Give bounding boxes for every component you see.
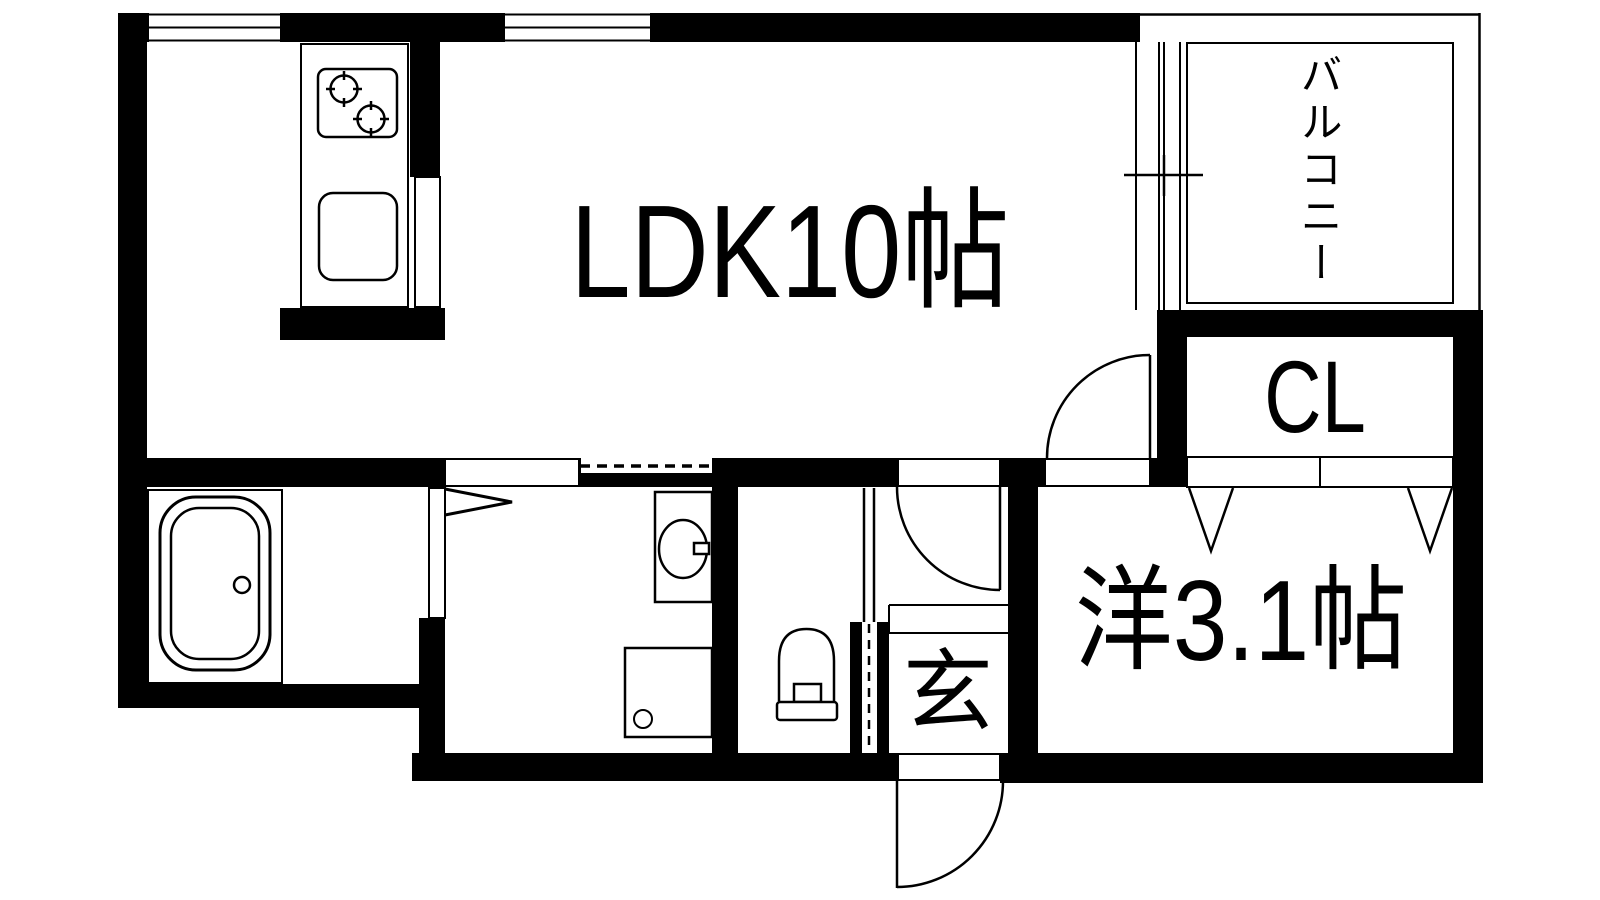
washing-machine-pan-icon	[623, 646, 714, 739]
balcony-label: バルコニー	[1295, 52, 1342, 288]
closet-label: CL	[1264, 340, 1366, 454]
kitchen-sink-icon	[317, 191, 399, 282]
entrance-swing-door-icon	[895, 780, 1005, 889]
wall-top-c	[650, 13, 1140, 42]
two-burner-stove-icon	[316, 67, 399, 139]
bathtub-icon	[147, 489, 283, 684]
wall-washroom-half	[580, 473, 712, 487]
balcony-sliding-window-icon	[1124, 42, 1203, 310]
door-gaps	[444, 458, 1151, 781]
wall-bottom-east	[1000, 753, 1483, 783]
wall-closet-top	[1157, 310, 1483, 337]
entrance-step-lines	[888, 604, 1008, 634]
wall-kitchen-stub	[410, 42, 440, 177]
toilet-sliding-door-icon	[862, 488, 876, 750]
wall-top-b	[280, 13, 505, 42]
wall-top-a	[118, 13, 149, 42]
wall-toilet-left	[712, 487, 738, 753]
wall-closet-left	[1157, 310, 1187, 487]
hall-door-gap	[897, 458, 1001, 487]
closet-double-doors-icon	[1186, 456, 1454, 555]
western-room-label: 洋3.1帖	[1074, 558, 1408, 685]
top-window-right-icon	[505, 13, 650, 42]
wall-toilet-stub-b	[877, 622, 889, 753]
wall-bathroom-bottom	[118, 684, 438, 708]
wall-kitchen-bottom	[280, 308, 445, 340]
wall-toilet-stub-a	[850, 622, 862, 753]
balcony-outline	[1140, 13, 1481, 336]
wall-bath-step	[419, 618, 445, 753]
western-room-swing-door-icon	[1045, 353, 1152, 459]
vanity-sink-icon	[653, 490, 714, 604]
hall-swing-door-icon	[895, 486, 1002, 592]
toilet-icon	[775, 627, 839, 722]
walls	[118, 13, 1483, 783]
wall-bottom-mid	[412, 753, 898, 781]
top-window-left-icon	[149, 13, 280, 42]
wall-between-doors	[1000, 458, 1045, 487]
counter-pass	[444, 458, 581, 487]
wall-toilet-top	[712, 458, 898, 487]
western-door-gap	[1044, 458, 1151, 487]
bathroom-folding-door-icon	[428, 487, 513, 619]
wall-western-left	[1008, 487, 1038, 753]
entrance-door-gap	[897, 753, 1001, 781]
entrance-label: 玄	[903, 643, 993, 743]
wall-right	[1453, 310, 1483, 783]
ldk-room-label: LDK10帖	[570, 178, 1010, 325]
wall-left	[118, 13, 147, 708]
wall-ldk-south	[131, 458, 445, 487]
